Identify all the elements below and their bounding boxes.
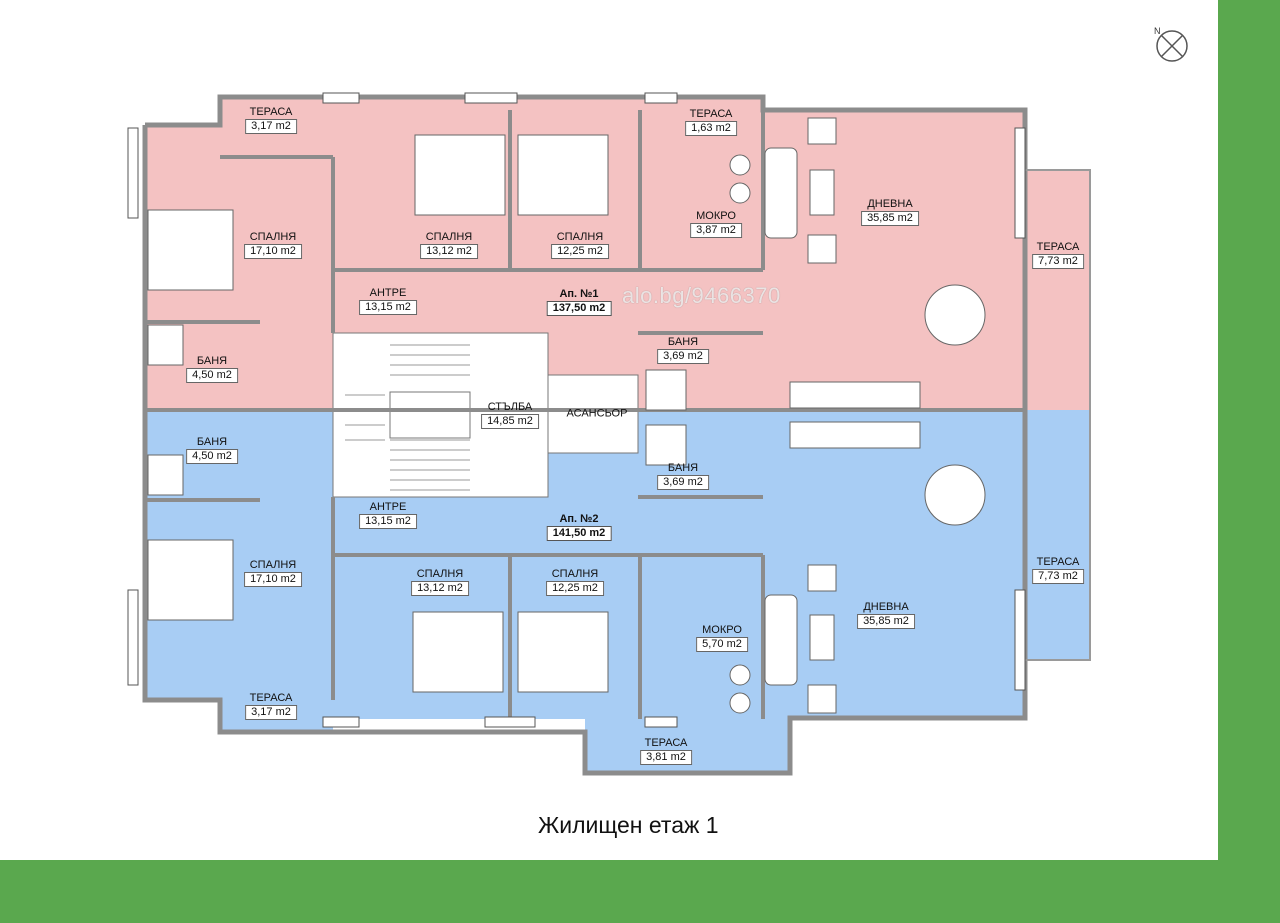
beds — [147, 134, 609, 693]
compass-icon: N — [1154, 26, 1188, 62]
living-furniture — [764, 117, 986, 714]
kitchen-counters — [789, 381, 921, 449]
terrace-rails — [1025, 169, 1091, 661]
interior-walls — [145, 110, 1025, 719]
bath-fixtures — [147, 154, 751, 714]
outer-walls — [142, 94, 1028, 776]
green-frame-strip — [1218, 0, 1280, 860]
stair-landing — [389, 391, 471, 439]
compass-north-label: N — [1154, 26, 1161, 36]
label-elevator: АСАНСЬОР — [566, 407, 628, 420]
windows — [127, 92, 1026, 728]
elevator-shaft — [547, 374, 639, 454]
floor-title: Жилищен етаж 1 — [538, 812, 719, 838]
watermark: alo.bg/9466370 — [622, 283, 781, 308]
